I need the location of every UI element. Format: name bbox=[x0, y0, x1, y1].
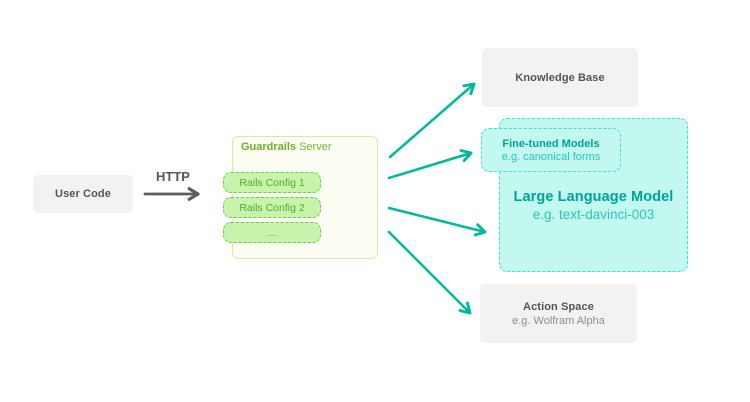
rails-config-2-label: Rails Config 2 bbox=[239, 201, 305, 214]
fine-tuned-models-node: Fine-tuned Models e.g. canonical forms bbox=[481, 128, 621, 172]
rails-config-2-node: Rails Config 2 bbox=[223, 197, 321, 218]
guardrails-server-title-bold: Guardrails bbox=[241, 141, 297, 153]
rails-config-more-label: ... bbox=[267, 226, 277, 239]
fine-tuned-models-subtitle: e.g. canonical forms bbox=[501, 150, 601, 163]
llm-text: Large Language Model e.g. text-davinci-0… bbox=[500, 189, 687, 222]
user-code-label: User Code bbox=[55, 188, 111, 200]
knowledge-base-node: Knowledge Base bbox=[482, 48, 638, 107]
arrow-server-to-knowledge-base bbox=[388, 82, 476, 159]
guardrails-server-title: Guardrails Server bbox=[241, 141, 332, 153]
arrow-server-to-action-space bbox=[387, 230, 472, 315]
knowledge-base-label: Knowledge Base bbox=[515, 71, 605, 84]
rails-config-1-node: Rails Config 1 bbox=[223, 172, 321, 193]
llm-title: Large Language Model bbox=[513, 189, 674, 205]
action-space-subtitle: e.g. Wolfram Alpha bbox=[512, 314, 605, 327]
user-code-node: User Code bbox=[33, 175, 133, 213]
action-space-node: Action Space e.g. Wolfram Alpha bbox=[480, 284, 637, 343]
guardrails-server-title-rest: Server bbox=[296, 141, 332, 153]
http-label: HTTP bbox=[156, 169, 190, 184]
action-space-title: Action Space bbox=[523, 300, 594, 313]
fine-tuned-models-title: Fine-tuned Models bbox=[502, 137, 600, 150]
rails-config-more-node: ... bbox=[223, 222, 321, 243]
rails-config-1-label: Rails Config 1 bbox=[239, 176, 305, 189]
arrow-server-to-fine-tuned-models bbox=[387, 149, 473, 180]
arrow-server-to-llm bbox=[387, 206, 487, 237]
llm-subtitle: e.g. text-davinci-003 bbox=[532, 207, 655, 222]
